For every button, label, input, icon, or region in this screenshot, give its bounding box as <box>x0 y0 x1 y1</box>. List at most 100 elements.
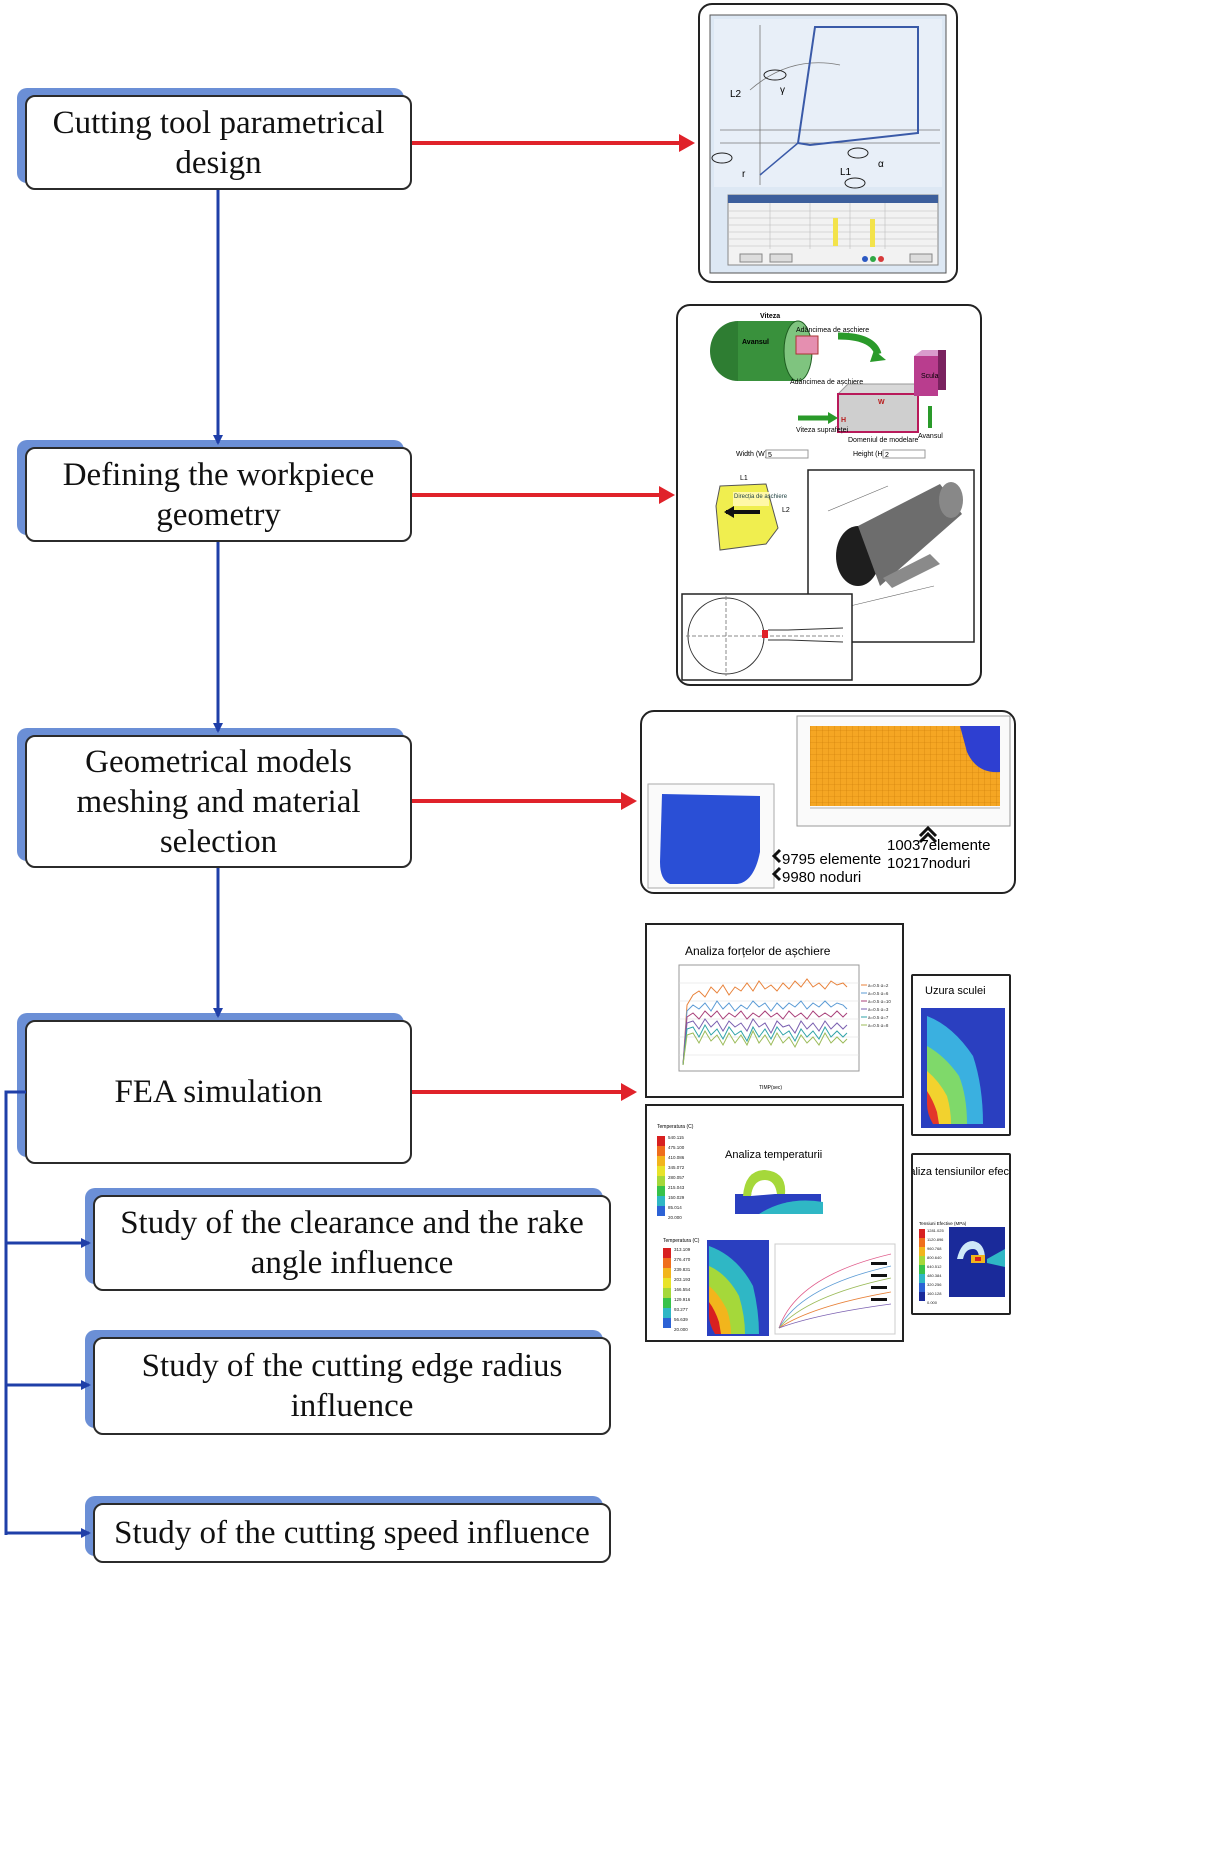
temp-legend-title: Temperatura (C) <box>657 1124 694 1130</box>
tens-legend-value: 320.256 <box>927 1282 942 1287</box>
value-width: 5 <box>768 452 772 459</box>
label-height: Height (H) <box>853 451 885 458</box>
temp2-legend-value: 239.831 <box>674 1267 691 1272</box>
series-line <box>682 1023 848 1066</box>
step-label: Geometrical models meshing and material … <box>76 743 361 860</box>
work-nodes: 10217noduri <box>887 855 970 872</box>
study-cutting-speed: Study of the cutting speed influence <box>93 1503 611 1563</box>
tens-legend-value: 1120.896 <box>927 1237 944 1242</box>
label-alpha: α <box>878 159 884 170</box>
series-line <box>682 978 848 1066</box>
tens-legend-value: 480.384 <box>927 1273 942 1278</box>
temp2-legend-scale <box>663 1248 671 1328</box>
label-adancimea-mid: Adâncimea de așchiere <box>790 379 863 386</box>
step-workpiece-geometry: Defining the workpiece geometry <box>25 447 412 542</box>
temperature-plots: Temperatura (C) 540.115 475.100 410.086 … <box>657 1124 896 1336</box>
tens-legend-scale <box>919 1229 925 1301</box>
legend-series-1: a=0.5 α=2 <box>868 983 889 988</box>
work-elements: 10037elemente <box>887 837 990 854</box>
temp2-legend-value: 56.639 <box>674 1317 688 1322</box>
label-l2-insert: L2 <box>782 507 790 514</box>
study-label: Study of the cutting edge radius influen… <box>141 1348 563 1424</box>
label-avansul-left: Avansul <box>742 339 769 346</box>
temp-legend-value: 150.029 <box>668 1195 685 1200</box>
temp-legend-value: 410.086 <box>668 1155 685 1160</box>
label-l1-insert: L1 <box>740 475 748 482</box>
label-directia: Direcția de așchiere <box>734 494 788 500</box>
uzura-title: Uzura sculei <box>925 985 986 997</box>
value-height: 2 <box>885 452 889 459</box>
tens-legend-value: 640.512 <box>927 1264 942 1269</box>
study-clearance-rake: Study of the clearance and the rake angl… <box>93 1195 611 1291</box>
label-w: W <box>878 399 885 406</box>
panel-temperature: Temperatura (C) 540.115 475.100 410.086 … <box>645 1104 904 1342</box>
temp-legend-scale <box>657 1136 665 1216</box>
temp-legend-value: 540.115 <box>668 1135 684 1140</box>
panel-workpiece: Viteza Adâncimea de așchiere Avansul Adâ… <box>676 304 982 686</box>
tens-legend-value: 0.000 <box>927 1300 938 1305</box>
series-line <box>682 1010 848 1066</box>
temp2-legend-value: 166.554 <box>674 1287 691 1292</box>
tool-nodes: 9980 noduri <box>782 869 861 886</box>
legend-series-6: a=0.5 α=8 <box>868 1023 889 1028</box>
legend-series-4: a=0.5 α=3 <box>868 1007 889 1012</box>
temp-legend-value: 85.014 <box>668 1205 682 1210</box>
study-edge-radius: Study of the cutting edge radius influen… <box>93 1337 611 1435</box>
tens-legend-value: 1281.025 <box>927 1228 944 1233</box>
step-fea-simulation: FEA simulation <box>25 1020 412 1164</box>
stress-plot: Analiza tensiunilor efective Tensiuni Ef… <box>913 1166 1009 1305</box>
tens-legend-value: 800.640 <box>927 1255 942 1260</box>
temp-legend-value: 345.072 <box>668 1165 685 1170</box>
series-line <box>682 1018 848 1066</box>
step-label: Cutting tool parametrical design <box>52 104 385 181</box>
temp2-legend-value: 129.916 <box>674 1297 691 1302</box>
forces-chart: Analiza forțelor de așchiere a=0.5 α=2 a… <box>678 944 891 1091</box>
label-gamma: γ <box>780 85 785 96</box>
tool-elements: 9795 elemente <box>782 851 881 868</box>
temp2-legend-value: 93.277 <box>674 1307 688 1312</box>
forces-xlabel: TIMP(sec) <box>759 1085 782 1091</box>
temp2-legend-value: 203.193 <box>674 1277 691 1282</box>
panel-tool-design: L2 γ r L1 α <box>698 3 958 283</box>
mesh-illustration: 9795 elemente 9980 noduri 10037elemente … <box>647 715 1011 889</box>
panel-meshing: 9795 elemente 9980 noduri 10037elemente … <box>640 710 1016 894</box>
series-line <box>682 1000 848 1066</box>
label-h: H <box>841 417 846 424</box>
legend-series-5: a=0.5 α=7 <box>868 1015 889 1020</box>
study-label: Study of the cutting speed influence <box>114 1515 590 1551</box>
step-label: FEA simulation <box>114 1074 323 1110</box>
tens-legend-title: Tensiuni Efective (MPa) <box>919 1221 967 1226</box>
legend-series-2: a=0.5 α=6 <box>868 991 889 996</box>
step-label: Defining the workpiece geometry <box>62 456 375 533</box>
legend-series-3: a=0.5 α=10 <box>868 999 891 1004</box>
study-label: Study of the clearance and the rake angl… <box>120 1205 584 1281</box>
panel-forces: Analiza forțelor de așchiere a=0.5 α=2 a… <box>645 923 904 1098</box>
label-l1: L1 <box>840 167 852 178</box>
label-viteza-suprafetei: Viteza suprafeței <box>796 427 848 434</box>
forces-title: Analiza forțelor de așchiere <box>685 944 831 958</box>
temp2-legend-value: 20.000 <box>674 1327 688 1332</box>
panel-stress: Analiza tensiunilor efective Tensiuni Ef… <box>911 1153 1011 1315</box>
temp2-legend-value: 313.109 <box>674 1247 691 1252</box>
temp-legend-value: 475.100 <box>668 1145 685 1150</box>
branch-line <box>4 1090 26 1535</box>
temp-legend-value: 215.043 <box>668 1185 685 1190</box>
step-cutting-tool-design: Cutting tool parametrical design <box>25 95 412 190</box>
label-r: r <box>742 169 746 180</box>
tool-wear-plot: Uzura sculei <box>921 985 1005 1128</box>
temp2-legend-value: 276.470 <box>674 1257 691 1262</box>
label-adancimea-top: Adâncimea de așchiere <box>796 327 869 334</box>
temp2-legend-title: Temperatura (C) <box>663 1238 700 1244</box>
tool-cad-drawing: L2 γ r L1 α <box>709 14 947 274</box>
panel-tool-wear: Uzura sculei <box>911 974 1011 1136</box>
tens-title: Analiza tensiunilor efective <box>913 1166 1009 1178</box>
label-scula: Scula <box>921 373 939 380</box>
label-avansul-right: Avansul <box>918 433 943 440</box>
workpiece-illustration: Viteza Adâncimea de așchiere Avansul Adâ… <box>681 313 975 681</box>
step-meshing-material: Geometrical models meshing and material … <box>25 735 412 868</box>
series-line <box>682 1029 848 1066</box>
tens-legend-value: 160.128 <box>927 1291 942 1296</box>
label-domeniul: Domeniul de modelare <box>848 437 919 444</box>
label-width: Width (W) <box>736 451 767 458</box>
